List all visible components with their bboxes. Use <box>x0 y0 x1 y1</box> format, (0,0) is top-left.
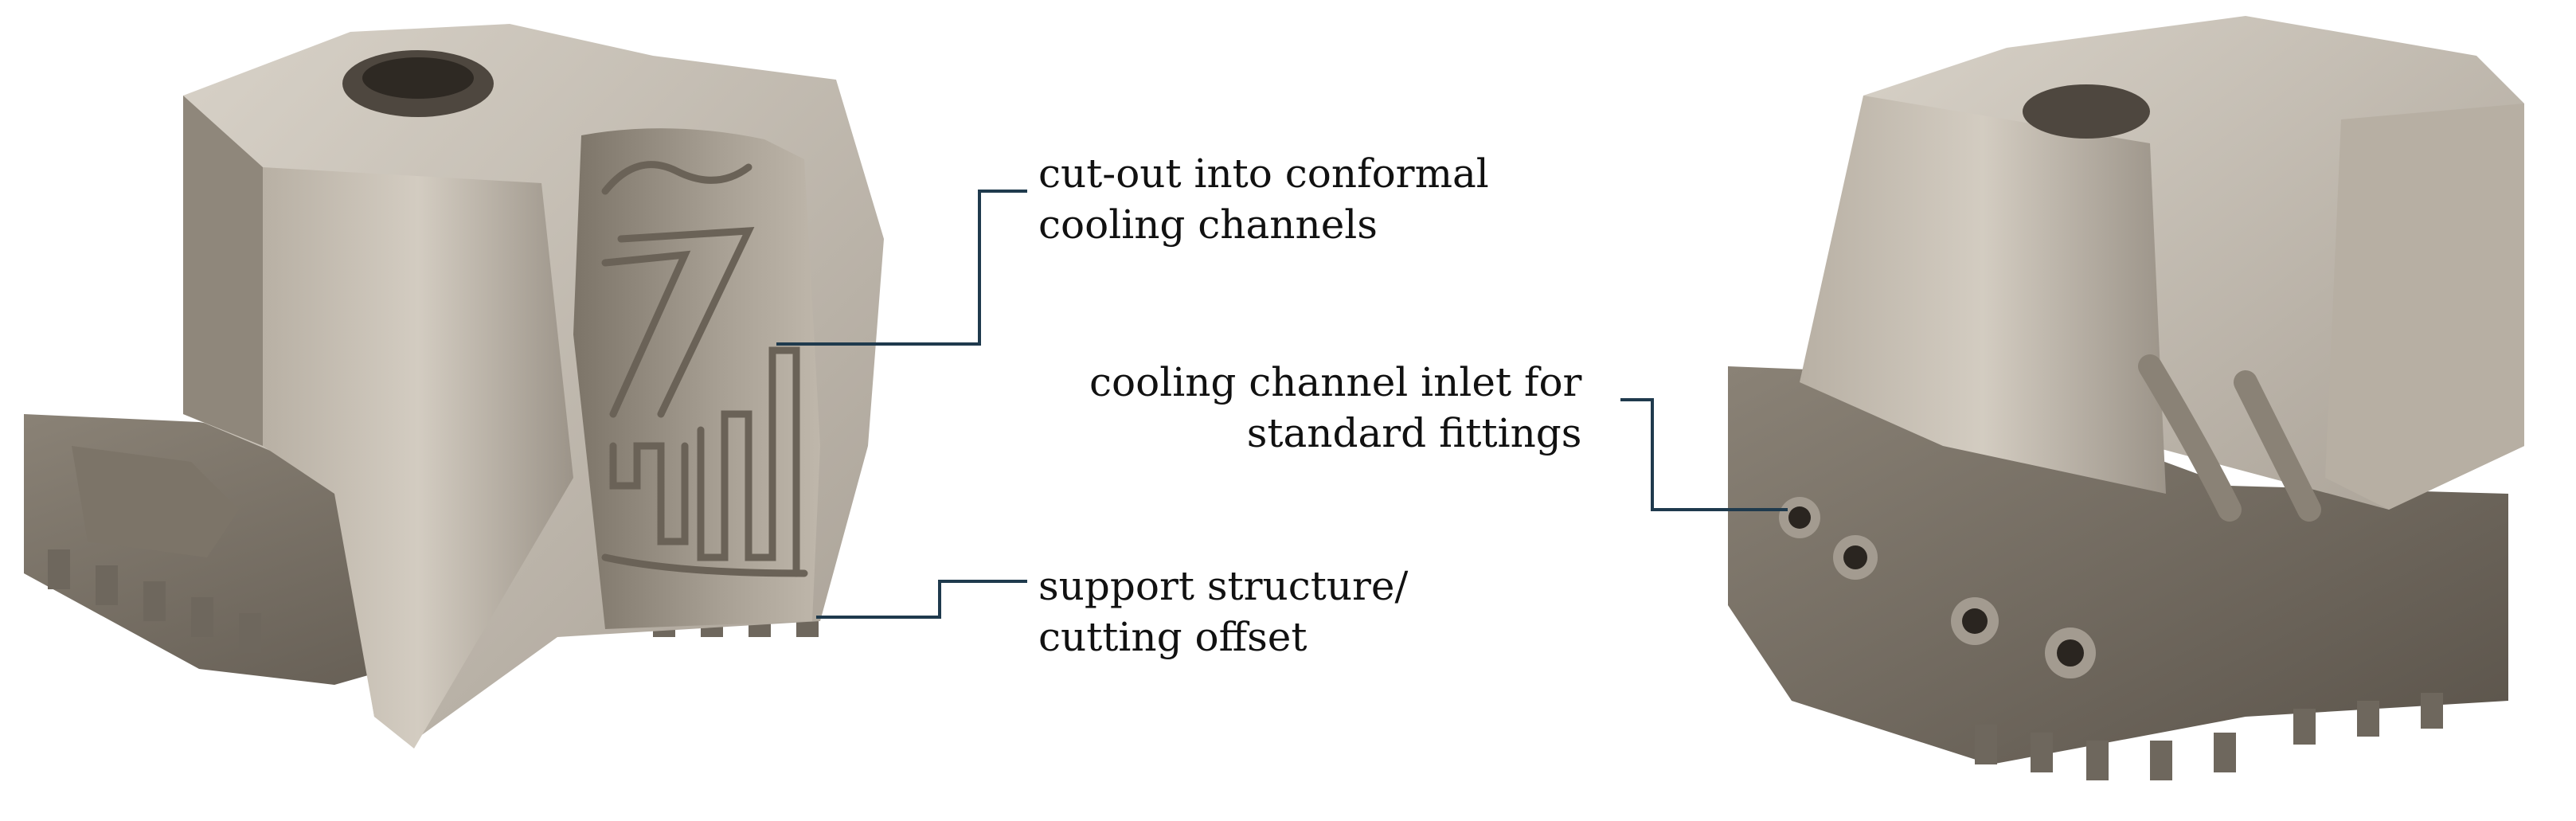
annotation-inlet-line1: cooling channel inlet for <box>1089 359 1582 405</box>
annotation-cutout-line2: cooling channels <box>1038 201 1378 248</box>
right-inlet-ports <box>1779 497 2096 678</box>
annotation-cutout: cut-out into conformal cooling channels <box>1038 148 1489 250</box>
right-front-face <box>1800 96 2166 494</box>
right-part-photo <box>1728 16 2524 780</box>
annotation-cutout-line1: cut-out into conformal <box>1038 151 1489 197</box>
left-side-shadow <box>183 96 263 446</box>
leader-line-cutout <box>776 190 1027 346</box>
right-base-teeth <box>1975 693 2443 780</box>
leader-lines <box>776 190 1788 619</box>
annotation-inlet-line2: standard fittings <box>1246 410 1582 456</box>
annotation-support-line2: cutting offset <box>1038 614 1308 660</box>
left-cutout-section <box>573 128 820 630</box>
leader-line-inlet <box>1620 398 1788 511</box>
left-part-photo <box>24 24 884 749</box>
annotation-inlet: cooling channel inlet for standard fitti… <box>1089 357 1581 459</box>
right-top-bore <box>2023 84 2150 139</box>
right-base <box>1728 366 2508 764</box>
right-channel-tubes <box>2138 354 2321 522</box>
left-lower-pocket <box>72 446 239 557</box>
left-cooling-channels <box>601 161 808 577</box>
left-front-face <box>263 167 573 749</box>
right-side-face <box>2325 104 2524 510</box>
annotation-support: support structure/ cutting offset <box>1038 561 1408 663</box>
annotation-support-line1: support structure/ <box>1038 563 1409 609</box>
leader-line-support <box>816 580 1027 619</box>
